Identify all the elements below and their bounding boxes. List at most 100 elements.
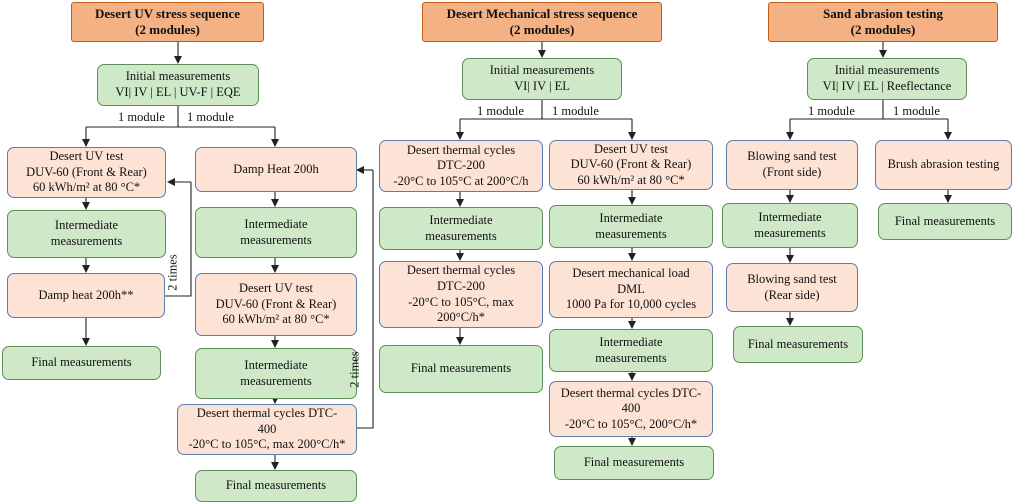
box-line: 1000 Pa for 10,000 cycles (565, 297, 697, 312)
box-line: Intermediate (244, 216, 308, 231)
box-line: measurements (240, 373, 312, 388)
box-line: Initial measurements (489, 63, 595, 78)
split-label-left: 1 module (118, 110, 165, 124)
connector (789, 100, 949, 138)
box-line: VI| IV | EL (514, 79, 570, 93)
mech-left-final: Final measurements (379, 345, 543, 393)
box-line: DML (617, 281, 645, 296)
box-line: Blowing sand test (747, 149, 837, 164)
box-line: Initial measurements (125, 69, 231, 84)
box-line: DUV-60 (Front & Rear) (215, 296, 337, 311)
box-line: Brush abrasion testing (887, 157, 1000, 172)
box-line: measurements (50, 234, 123, 248)
mech-right-uv-test: Desert UV test DUV-60 (Front & Rear) 60 … (549, 140, 713, 190)
box-line: (Front side) (762, 165, 822, 179)
box-line: 60 kWh/m² at 80 °C* (577, 172, 685, 187)
mech-left-dtc-2: Desert thermal cycles DTC-200 -20°C to 1… (379, 261, 543, 328)
mech-sequence-header: Desert Mechanical stress sequence (2 mod… (422, 2, 662, 42)
mech-right-load: Desert mechanical load DML 1000 Pa for 1… (549, 261, 713, 318)
box-line: 400 (257, 421, 277, 436)
box-line: Final measurements (410, 361, 512, 376)
mech-initial-measurements: Initial measurements VI| IV | EL (462, 58, 622, 100)
box-line: Damp Heat 200h (233, 161, 319, 176)
uv-right-final: Final measurements (195, 470, 357, 502)
sand-left-final: Final measurements (733, 326, 863, 363)
uv-left-damp-heat: Damp heat 200h** (7, 273, 165, 318)
header-title: Sand abrasion testing (823, 5, 943, 21)
header-title: Desert UV stress sequence (94, 5, 241, 21)
uv-left-uv-test: Desert UV test DUV-60 (Front & Rear) 60 … (7, 147, 166, 198)
box-line: Final measurements (583, 455, 685, 470)
box-line: 60 kWh/m² at 80 °C* (32, 180, 141, 195)
connector (165, 182, 192, 297)
box-line: Final measurements (894, 213, 996, 228)
box-line: -20°C to 105°C, 200°C/h* (564, 416, 698, 431)
box-line: Desert mechanical load (572, 266, 690, 281)
uv-right-intermediate-1: Intermediate measurements (195, 207, 357, 258)
box-line: measurements (240, 232, 312, 247)
mech-right-final: Final measurements (554, 446, 714, 480)
box-line: 400 (621, 401, 641, 416)
uv-right-dtc: Desert thermal cycles DTC- 400 -20°C to … (177, 404, 357, 455)
uv-left-final: Final measurements (2, 346, 161, 380)
box-line: Intermediate (599, 334, 663, 349)
box-line: DTC-200 (437, 278, 485, 293)
box-line: measurements (425, 228, 497, 243)
box-line: VI| IV | EL | Reeflectance (822, 79, 952, 93)
box-line: DTC-200 (437, 158, 485, 173)
header-subtitle: (2 modules) (850, 22, 916, 37)
box-line: Final measurements (747, 336, 849, 351)
mech-right-dtc: Desert thermal cycles DTC- 400 -20°C to … (549, 381, 713, 437)
box-line: Final measurements (31, 355, 132, 370)
box-line: Desert thermal cycles (406, 142, 516, 157)
box-line: Desert UV test (49, 149, 124, 164)
box-line: DUV-60 (Front & Rear) (570, 157, 692, 172)
box-line: Blowing sand test (747, 271, 837, 286)
box-line: Initial measurements (834, 63, 940, 78)
uv-left-intermediate: Intermediate measurements (7, 210, 166, 258)
box-line: VI| IV | EL | UV-F | EQE (115, 85, 241, 99)
box-line: DUV-60 (Front & Rear) (26, 164, 147, 179)
uv-right-intermediate-2: Intermediate measurements (195, 348, 357, 399)
mech-right-intermediate-2: Intermediate measurements (549, 329, 713, 372)
box-line: Damp heat 200h** (38, 287, 134, 302)
uv-right-damp-heat: Damp Heat 200h (195, 147, 357, 192)
connector (357, 170, 374, 429)
sand-right-brush: Brush abrasion testing (875, 140, 1012, 190)
box-line: (Rear side) (764, 287, 820, 302)
split-label-right: 1 module (893, 104, 940, 118)
split-label-right: 1 module (187, 110, 234, 124)
mech-right-intermediate-1: Intermediate measurements (549, 205, 713, 248)
uv-right-loop-label: 2 times (347, 351, 362, 388)
box-line: measurements (595, 226, 667, 241)
box-line: 60 kWh/m² at 80 °C* (222, 312, 330, 327)
box-line: -20°C to 105°C, max (408, 294, 514, 309)
box-line: Desert thermal cycles (406, 263, 516, 278)
sand-sequence-header: Sand abrasion testing (2 modules) (768, 2, 998, 42)
uv-left-loop-label: 2 times (165, 254, 180, 291)
box-line: Desert thermal cycles DTC- (196, 406, 338, 421)
box-line: -20°C to 105°C, max 200°C/h* (188, 437, 346, 452)
sand-left-blow-front: Blowing sand test (Front side) (726, 140, 858, 190)
sand-initial-measurements: Initial measurements VI| IV | EL | Reefl… (807, 58, 967, 100)
box-line: -20°C to 105°C at 200°C/h (393, 173, 529, 188)
header-title: Desert Mechanical stress sequence (446, 5, 638, 21)
box-line: Intermediate (244, 357, 308, 372)
mech-left-dtc-1: Desert thermal cycles DTC-200 -20°C to 1… (379, 140, 543, 192)
box-line: Intermediate (54, 218, 119, 233)
connector (85, 106, 276, 146)
box-line: Intermediate (758, 209, 822, 224)
box-line: Final measurements (225, 478, 327, 493)
box-line: 200°C/h* (436, 310, 486, 325)
box-line: Desert thermal cycles DTC- (560, 385, 702, 400)
box-line: Desert UV test (238, 281, 314, 296)
box-line: Intermediate (429, 212, 493, 227)
uv-sequence-header: Desert UV stress sequence (2 modules) (71, 2, 264, 42)
box-line: measurements (595, 350, 667, 365)
split-label-right: 1 module (552, 104, 599, 118)
mech-left-intermediate: Intermediate measurements (379, 207, 543, 250)
box-line: measurements (754, 225, 826, 240)
box-line: Desert UV test (593, 141, 669, 156)
box-line: Intermediate (599, 210, 663, 225)
